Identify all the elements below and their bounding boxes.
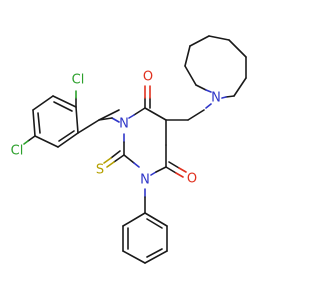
bond-aromatic <box>34 135 59 148</box>
bond-benzyl <box>98 109 120 121</box>
bond-aromatic-inner <box>53 101 73 112</box>
bond-aromatic <box>122 212 146 227</box>
chlorine-atom-para: Cl <box>11 144 24 159</box>
bond-aromatic <box>52 95 77 108</box>
bond-azepane <box>184 65 197 86</box>
bond-c-o <box>178 167 187 173</box>
bond-n-azepane <box>195 84 207 91</box>
bond-c-o <box>165 166 177 174</box>
bond-aromatic <box>32 109 36 137</box>
bond-aromatic <box>144 212 168 227</box>
oxygen-atom-upper: O <box>143 70 153 85</box>
bond-c-n <box>128 114 135 119</box>
bond-azepane <box>233 77 247 97</box>
atom-labels: N O N Cl S N O Cl <box>11 70 221 188</box>
bond-c-n <box>133 107 146 116</box>
bond-c-n <box>98 117 113 121</box>
molecule-structure-diagram: N O N Cl S N O Cl <box>11 35 247 264</box>
bond-ch2 <box>187 109 205 121</box>
bond-c-cl <box>27 135 36 142</box>
bond-c-n <box>155 166 167 173</box>
bond-aromatic <box>32 95 54 111</box>
chlorine-atom-ortho: Cl <box>72 73 85 88</box>
bond-n-azepane <box>205 89 212 93</box>
nitrogen-atom-ring-1: N <box>119 117 129 132</box>
bond-azepane <box>184 45 191 67</box>
bond-c-s <box>113 154 125 163</box>
bond-n-azepane <box>225 95 235 98</box>
bond-n-azepane <box>205 103 212 109</box>
bond-c-o <box>168 161 180 169</box>
bond-aromatic-inner <box>146 248 163 258</box>
carbon-bonds <box>32 35 247 264</box>
bond-c-s <box>106 161 115 168</box>
nitrogen-atom-azepane: N <box>211 91 221 106</box>
bond-c-cl <box>23 140 29 145</box>
bond-c-n <box>133 162 140 168</box>
bond-azepane <box>189 35 210 47</box>
bond-aromatic <box>122 250 146 264</box>
bond-ring <box>144 107 167 121</box>
bond-aromatic-inner <box>37 112 41 134</box>
bond-aromatic-inner <box>58 130 75 142</box>
bond-c-n <box>150 171 157 176</box>
hetero-bonds <box>23 84 235 214</box>
bond-aromatic <box>75 106 79 134</box>
bond-n-azepane <box>221 96 227 99</box>
bond-aromatic <box>57 132 79 148</box>
bond-azepane <box>208 35 230 41</box>
nitrogen-atom-ring-3: N <box>140 173 150 188</box>
bond-c-s <box>103 157 112 164</box>
bond-benzyl <box>77 119 100 134</box>
bond-c-s <box>110 150 121 159</box>
bond-azepane <box>228 39 247 58</box>
bond-aromatic-inner <box>146 218 163 229</box>
bond-c-n <box>123 154 135 164</box>
oxygen-atom-lower: O <box>187 172 197 187</box>
sulfur-atom-thione: S <box>96 163 104 178</box>
bond-c-n <box>111 117 120 123</box>
bond-aromatic <box>144 250 168 264</box>
bond-c-o <box>175 172 184 178</box>
